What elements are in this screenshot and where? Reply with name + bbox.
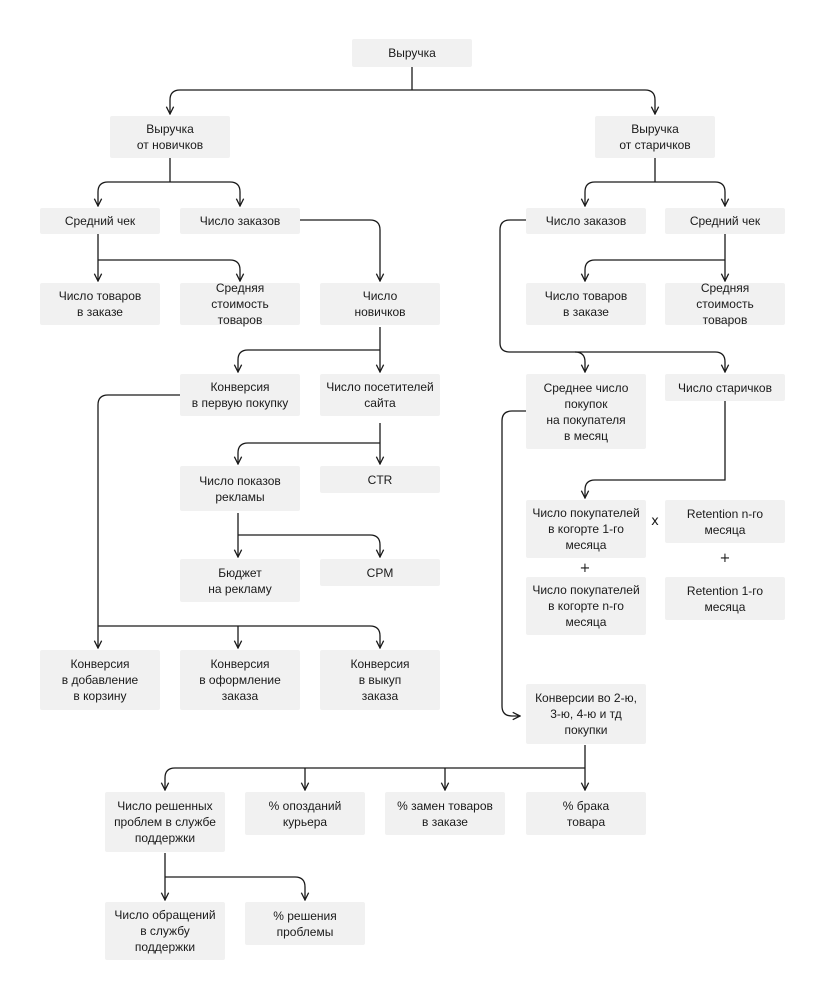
- connector: [165, 767, 585, 790]
- connector: [170, 89, 181, 114]
- node-support-requests: Число обращений в службу поддержки: [105, 902, 225, 960]
- node-conversion-cart: Конверсия в добавление в корзину: [40, 650, 160, 710]
- connector: [499, 219, 725, 372]
- node-revenue: Выручка: [352, 39, 472, 67]
- connector: [108, 181, 240, 206]
- connector: [165, 876, 305, 900]
- node-support-solved: Число решенных проблем в службе поддержк…: [105, 792, 225, 852]
- node-avg-check-new: Средний чек: [40, 208, 160, 234]
- connector: [574, 351, 585, 372]
- connector: [585, 401, 726, 498]
- node-avg-purchases: Среднее число покупок на покупателя в ме…: [526, 374, 646, 449]
- node-defects: % брака товара: [526, 792, 646, 835]
- node-ad-impressions: Число показов рекламы: [180, 466, 300, 511]
- connector: [585, 259, 725, 281]
- node-revenue-old: Выручка от старичков: [595, 116, 715, 158]
- node-revenue-new: Выручка от новичков: [110, 116, 230, 158]
- node-conversion-buyout: Конверсия в выкуп заказа: [320, 650, 440, 710]
- node-orders-new: Число заказов: [180, 208, 300, 234]
- connector: [585, 181, 596, 206]
- connector: [238, 349, 380, 372]
- node-item-replacements: % замен товаров в заказе: [385, 792, 505, 835]
- node-num-new: Число новичков: [320, 283, 440, 325]
- connector: [98, 625, 380, 648]
- node-cohort-n: Число покупателей в когорте n-го месяца: [526, 577, 646, 635]
- node-site-visitors: Число посетителей сайта: [320, 374, 440, 416]
- connector: [98, 394, 180, 648]
- node-orders-old: Число заказов: [526, 208, 646, 234]
- node-retention-1: Retention 1-го месяца: [665, 577, 785, 620]
- connector: [238, 442, 380, 464]
- connector: [595, 181, 725, 206]
- connector: [300, 219, 380, 281]
- node-avg-item-price-old: Средняя стоимость товаров: [665, 281, 785, 327]
- node-avg-item-price-new: Средняя стоимость товаров: [180, 281, 300, 327]
- node-cohort-1: Число покупателей в когорте 1-го месяца: [526, 500, 646, 558]
- node-repeat-conversions: Конверсии во 2-ю, 3-ю, 4-ю и тд покупки: [526, 684, 646, 744]
- node-problem-solved: % решения проблемы: [245, 902, 365, 945]
- node-conversion-first-purchase: Конверсия в первую покупку: [180, 374, 300, 416]
- plus-operator-left: +: [579, 561, 591, 576]
- node-ad-budget: Бюджет на рекламу: [180, 559, 300, 602]
- connector: [238, 534, 380, 557]
- connector: [98, 181, 109, 206]
- node-num-old: Число старичков: [665, 374, 785, 401]
- connector: [501, 410, 526, 716]
- node-cpm: CPM: [320, 559, 440, 586]
- multiply-operator: x: [651, 514, 659, 529]
- connector: [180, 89, 655, 114]
- connector: [98, 259, 240, 281]
- node-avg-check-old: Средний чек: [665, 208, 785, 234]
- plus-operator-right: +: [719, 551, 731, 566]
- node-ctr: CTR: [320, 466, 440, 493]
- node-retention-n: Retention n-го месяца: [665, 500, 785, 543]
- node-items-in-order-old: Число товаров в заказе: [526, 283, 646, 325]
- node-items-in-order-new: Число товаров в заказе: [40, 283, 160, 325]
- node-conversion-checkout: Конверсия в оформление заказа: [180, 650, 300, 710]
- node-courier-late: % опозданий курьера: [245, 792, 365, 835]
